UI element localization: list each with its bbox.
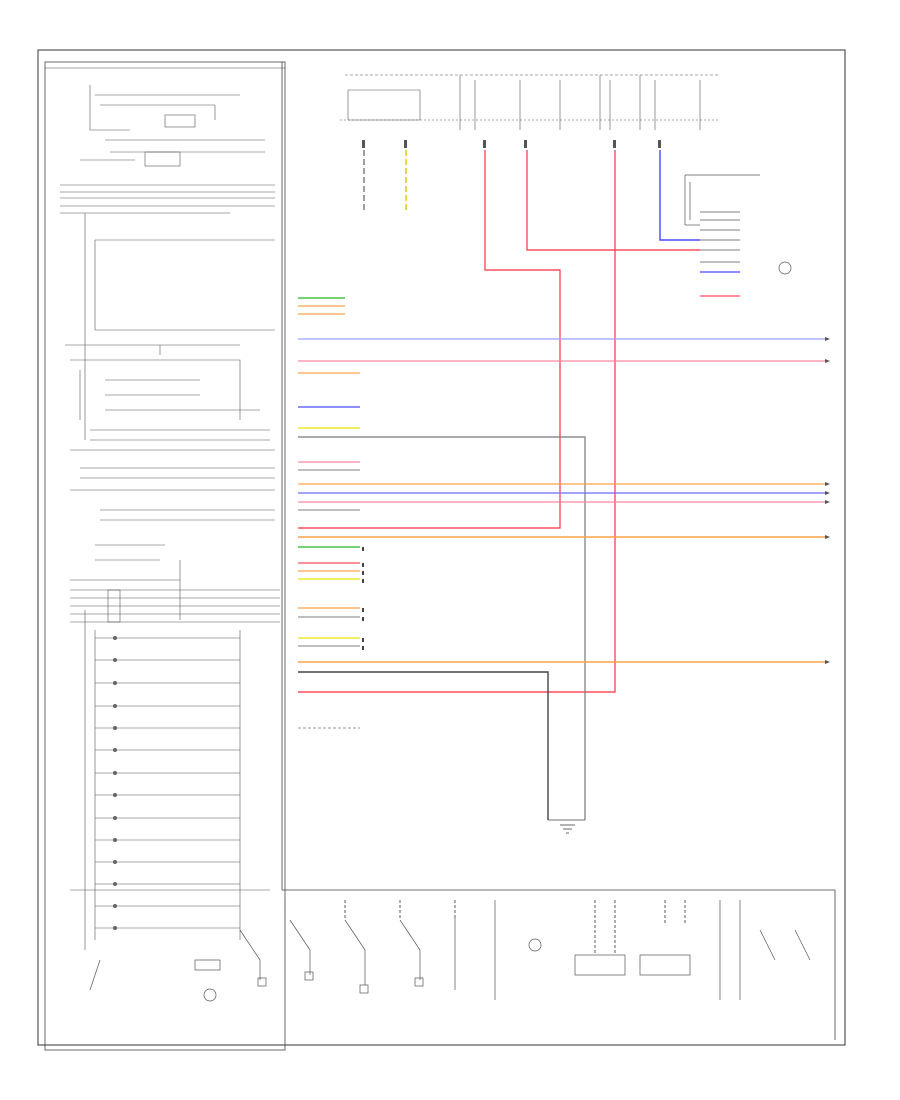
indicator-lamp-symbols bbox=[113, 636, 117, 930]
instrument-cluster bbox=[44, 61, 836, 1051]
wire-red-feed-a bbox=[298, 150, 561, 529]
top-terminals bbox=[362, 140, 661, 148]
right-module bbox=[684, 174, 792, 275]
cluster-internal-circuits bbox=[60, 85, 280, 950]
right-module-wires bbox=[700, 271, 740, 297]
wire-red-feed-b bbox=[526, 150, 700, 251]
wire-blue-feed bbox=[659, 150, 700, 241]
diagram-frame bbox=[37, 49, 846, 1046]
cluster-outline bbox=[44, 61, 286, 1051]
bottom-components bbox=[89, 900, 811, 1002]
wire-dark-ground bbox=[298, 671, 549, 820]
harness-connector-pins bbox=[362, 547, 364, 650]
harness-wires bbox=[298, 297, 825, 820]
wire-pink-feed bbox=[298, 150, 616, 693]
bottom-stub-wires bbox=[284, 900, 686, 955]
ground-point bbox=[548, 819, 585, 834]
top-drop-wires bbox=[298, 150, 700, 693]
right-edge-arrows bbox=[825, 337, 830, 664]
top-power-section bbox=[340, 74, 720, 130]
wire-gray-ground bbox=[298, 436, 586, 820]
